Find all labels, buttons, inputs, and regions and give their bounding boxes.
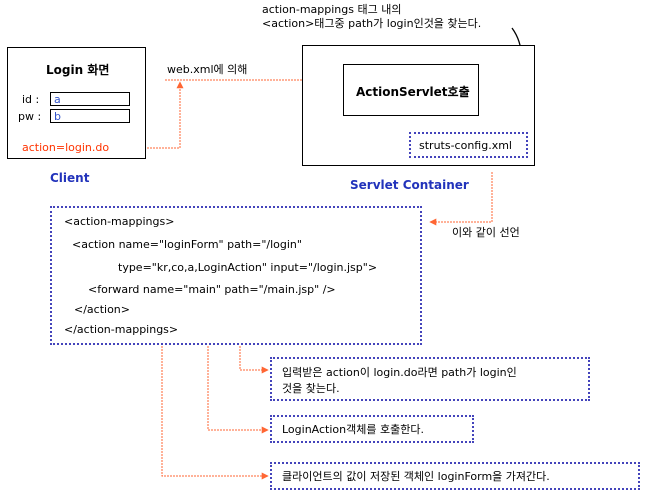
note-action-text: LoginAction객체를 호출한다. — [282, 423, 424, 436]
note-box-action: LoginAction객체를 호출한다. — [270, 415, 474, 443]
note-path-line2: 것을 찾는다. — [282, 382, 340, 395]
struts-config-box: struts-config.xml — [409, 132, 528, 158]
id-input[interactable]: a — [50, 92, 130, 106]
client-title: Login 화면 — [46, 63, 110, 77]
pw-label: pw : — [18, 110, 42, 123]
code-line-3: type="kr,co,a,LoginAction" input="/login… — [118, 261, 378, 274]
code-line-6: </action-mappings> — [64, 323, 179, 336]
webxml-label: web.xml에 의해 — [167, 63, 248, 76]
id-label: id : — [22, 93, 40, 106]
code-line-2: <action name="loginForm" path="/login" — [72, 238, 302, 251]
code-line-4: <forward name="main" path="/main.jsp" /> — [88, 283, 336, 296]
code-line-5: </action> — [74, 303, 130, 316]
struts-config-label: struts-config.xml — [419, 139, 512, 152]
code-box: <action-mappings> <action name="loginFor… — [50, 206, 422, 345]
action-servlet-label: ActionServlet호출 — [356, 85, 470, 99]
client-caption: Client — [50, 171, 90, 185]
note-path-line1: 입력받은 action이 login.do라면 path가 login인 — [282, 366, 517, 379]
servlet-container-box: ActionServlet호출 struts-config.xml — [302, 45, 535, 166]
pw-input[interactable]: b — [50, 109, 130, 123]
note-box-form: 클라이언트의 값이 저장된 객체인 loginForm을 가져간다. — [270, 462, 640, 490]
form-action-text: action=login.do — [22, 141, 110, 154]
code-line-1: <action-mappings> — [64, 215, 175, 228]
note-box-path: 입력받은 action이 login.do라면 path가 login인 것을 … — [270, 357, 590, 401]
top-note-line2: <action>태그중 path가 login인것을 찾는다. — [262, 17, 482, 30]
action-servlet-box: ActionServlet호출 — [343, 64, 479, 116]
top-note-line1: action-mappings 태그 내의 — [262, 3, 402, 16]
container-caption: Servlet Container — [350, 178, 469, 192]
declare-label: 이와 같이 선언 — [452, 226, 520, 239]
client-box: Login 화면 id : a pw : b action=login.do — [7, 47, 146, 159]
arrow-container-to-code — [429, 172, 493, 226]
leader-name-note — [161, 253, 269, 480]
note-form-text: 클라이언트의 값이 저장된 객체인 loginForm을 가져간다. — [282, 470, 550, 483]
